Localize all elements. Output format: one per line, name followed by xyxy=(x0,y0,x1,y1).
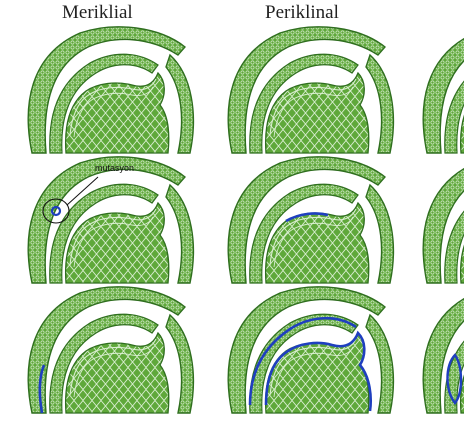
column-title-periklinal: Periklinal xyxy=(265,2,339,24)
apex-panel-r1-c2 xyxy=(220,25,400,157)
leaf-primordium-right xyxy=(166,55,193,153)
shoot-apex-illustration xyxy=(20,25,200,157)
shoot-apex-illustration xyxy=(220,25,400,157)
leaf-primordium-right xyxy=(166,315,193,413)
mutation-label: mutasyon xyxy=(95,163,134,173)
apex-panel-r3-c1 xyxy=(20,285,200,417)
apex-panel-r2-c1 xyxy=(20,155,200,287)
apex-panel-r1-c3 xyxy=(415,25,464,157)
leaf-primordium-right xyxy=(366,185,393,283)
apex-panel-r1-c1 xyxy=(20,25,200,157)
shoot-apex-illustration xyxy=(415,155,464,287)
leaf-primordium-right xyxy=(366,55,393,153)
shoot-apex-illustration xyxy=(415,25,464,157)
apex-panel-r3-c3 xyxy=(415,285,464,417)
apex-panel-r3-c2 xyxy=(220,285,400,417)
shoot-apex-illustration xyxy=(20,155,200,287)
apex-panel-r2-c2 xyxy=(220,155,400,287)
column-title-meriklial: Meriklial xyxy=(62,2,133,24)
shoot-apex-illustration xyxy=(220,285,400,417)
shoot-apex-illustration xyxy=(220,155,400,287)
shoot-apex-illustration xyxy=(20,285,200,417)
apex-panel-r2-c3 xyxy=(415,155,464,287)
leaf-primordium-right xyxy=(166,185,193,283)
shoot-apex-illustration xyxy=(415,285,464,417)
